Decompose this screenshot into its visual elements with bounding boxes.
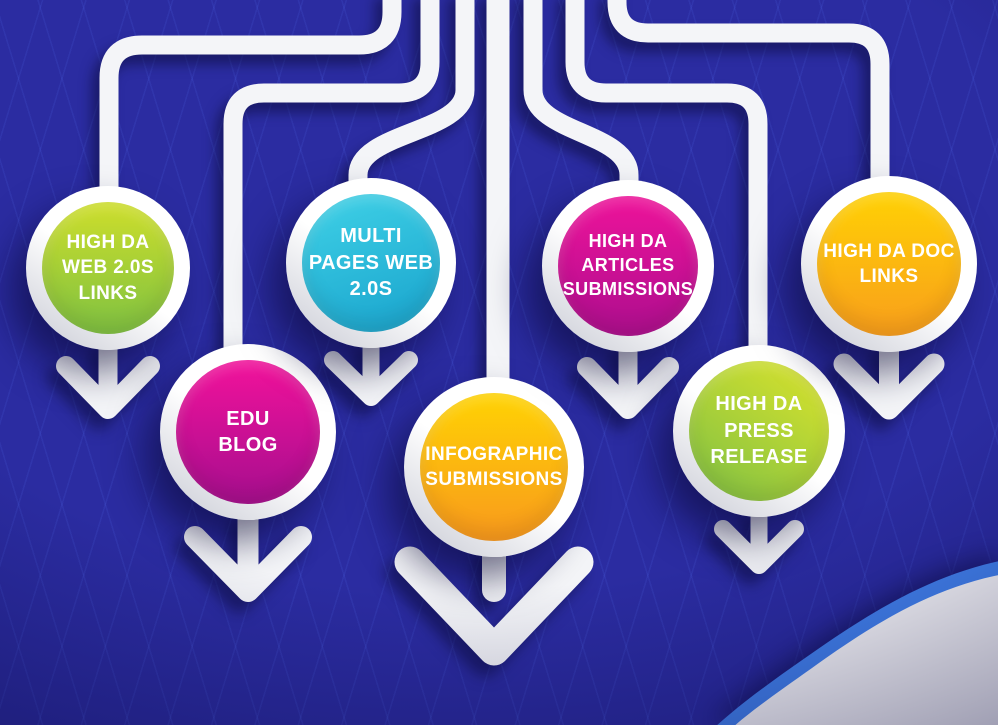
node-circle: EDU BLOG — [176, 360, 320, 504]
node-label: HIGH DA ARTICLES SUBMISSIONS — [562, 231, 694, 299]
node-label: HIGH DA PRESS RELEASE — [710, 393, 808, 469]
node-label: INFOGRAPHIC SUBMISSIONS — [425, 443, 563, 490]
node-circle: HIGH DA PRESS RELEASE — [689, 361, 829, 501]
node-multi-pages-web-20s: MULTI PAGES WEB 2.0S — [286, 178, 456, 348]
node-circle: MULTI PAGES WEB 2.0S — [302, 194, 440, 332]
down-arrow-icon — [184, 507, 312, 602]
bottom-wave — [717, 561, 998, 725]
node-label: EDU BLOG — [218, 407, 278, 456]
node-high-da-web-20s-links: HIGH DA WEB 2.0S LINKS — [26, 186, 190, 350]
wave-fill — [735, 575, 998, 725]
node-label: HIGH DA WEB 2.0S LINKS — [62, 232, 154, 304]
node-high-da-articles-submissions: HIGH DA ARTICLES SUBMISSIONS — [542, 180, 714, 352]
node-circle: HIGH DA ARTICLES SUBMISSIONS — [558, 196, 698, 336]
down-arrow-icon — [714, 505, 804, 574]
down-arrow-icon — [833, 338, 945, 420]
node-circle: HIGH DA DOC LINKS — [817, 192, 961, 336]
down-arrow-icon — [324, 335, 418, 406]
node-high-da-doc-links: HIGH DA DOC LINKS — [801, 176, 977, 352]
node-label: HIGH DA DOC LINKS — [823, 240, 955, 287]
down-arrow-icon — [577, 338, 679, 419]
down-arrow-icon — [394, 540, 594, 666]
node-high-da-press-release: HIGH DA PRESS RELEASE — [673, 345, 845, 517]
pipes — [99, 0, 890, 388]
node-circle: HIGH DA WEB 2.0S LINKS — [42, 202, 174, 334]
node-infographic-submissions: INFOGRAPHIC SUBMISSIONS — [404, 377, 584, 557]
node-edu-blog: EDU BLOG — [160, 344, 336, 520]
node-label: MULTI PAGES WEB 2.0S — [308, 225, 434, 301]
down-arrow-icon — [56, 336, 160, 419]
node-circle: INFOGRAPHIC SUBMISSIONS — [420, 393, 568, 541]
